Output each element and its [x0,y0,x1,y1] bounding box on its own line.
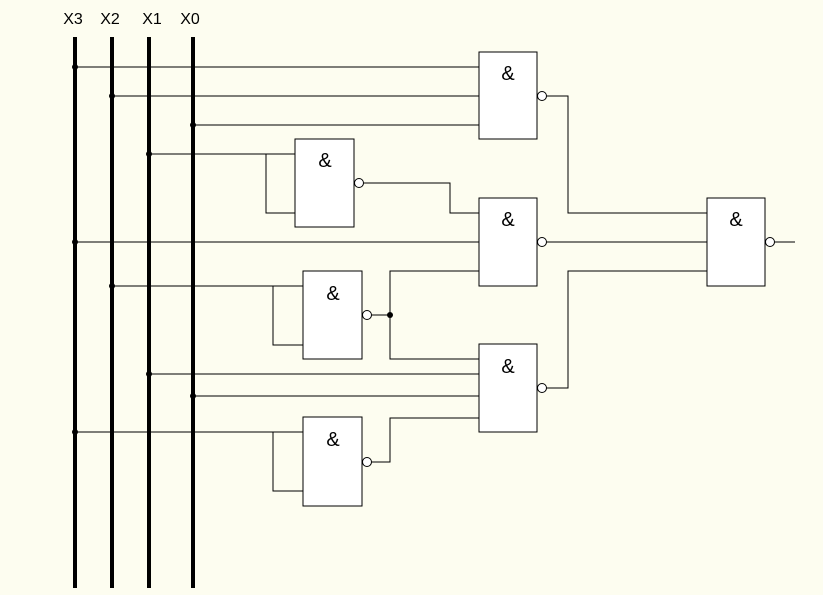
gate-body [478,343,538,433]
wire-not-x2-to-middle-gate [389,270,479,315]
wire-inverter-x3-tied-input [272,432,303,492]
inversion-bubble [362,310,372,320]
gate-body [302,270,363,360]
nand-gate-output: & [706,197,775,287]
junction-dot [109,93,115,99]
nand-gate-middle: & [478,197,547,287]
nand-gate-inverter-x2: & [302,270,372,360]
bus-label-x2: X2 [100,11,120,28]
junction-dot [72,239,78,245]
wire-lower-gate-to-output-gate [546,270,707,389]
wire-not-x3-to-lower-gate [371,417,479,463]
bus-label-x1: X1 [142,11,162,28]
nand-gate-top: & [478,51,547,140]
wire-inverter-x2-tied-input [272,286,303,346]
gate-symbol: & [501,356,515,378]
gate-body [478,51,538,140]
junction-dot [72,64,78,70]
gate-body [302,416,363,507]
junction-dot [146,151,152,157]
inversion-bubble [537,91,547,101]
gate-symbol: & [501,209,515,231]
wire-not-x2-to-lower-gate [389,315,479,360]
wire-inverter-x1-tied-input [265,154,295,214]
junction-dot [146,371,152,377]
wire-top-gate-to-output-gate [546,95,707,214]
gate-body [294,138,355,228]
bus-label-x0: X0 [180,11,200,28]
nand-gate-lower: & [478,343,547,433]
junction-dot [190,393,196,399]
gate-body [706,197,766,287]
gate-symbol: & [326,283,340,305]
inversion-bubble [765,237,775,247]
gate-body [478,197,538,287]
wire-not-x1-to-middle-gate [363,182,479,214]
nand-gate-inverter-x1: & [294,138,364,228]
inversion-bubble [362,457,372,467]
inversion-bubble [537,383,547,393]
inversion-bubble [354,178,364,188]
bus-label-x3: X3 [63,11,83,28]
junction-dot [72,429,78,435]
inversion-bubble [537,237,547,247]
gate-symbol: & [326,429,340,451]
junction-dot [387,312,393,318]
gate-symbol: & [501,63,515,85]
gate-symbol: & [318,150,332,172]
nand-gate-inverter-x3: & [302,416,372,507]
junction-dot [109,283,115,289]
gate-symbol: & [729,209,743,231]
junction-dot [190,122,196,128]
